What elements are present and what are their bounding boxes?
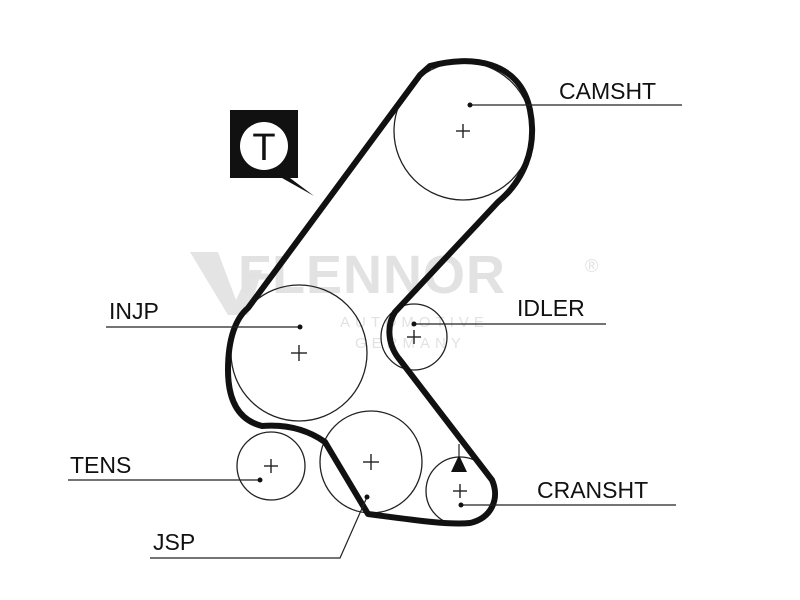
- injection-pump-leader-dot: [297, 324, 303, 330]
- injection-pump-centre-icon: [291, 345, 307, 361]
- injection-pump-label: INJP: [109, 298, 159, 324]
- watermark-registered-mark: ®: [585, 256, 598, 276]
- jackshaft-leader: [150, 496, 368, 559]
- camshaft-centre-icon: [456, 124, 470, 138]
- tensioner-pulley: [236, 431, 306, 501]
- jackshaft-leader-dot: [364, 494, 370, 500]
- idler-centre-icon: [407, 330, 421, 344]
- idler-pulley: [380, 303, 448, 371]
- flennor-logo-mark: [190, 252, 262, 315]
- camshaft-label: CAMSHT: [559, 78, 656, 104]
- flennor-watermark: FLENNOR ® AUTOMOTIVE GERMANY: [190, 245, 598, 352]
- jackshaft-centre-icon: [363, 454, 379, 470]
- crankshaft-centre-icon: [453, 484, 467, 498]
- timing-belt: [225, 58, 536, 527]
- watermark-brand: FLENNOR: [238, 245, 506, 305]
- crankshaft-leader-dot: [458, 502, 464, 508]
- idler-leader-dot: [411, 321, 417, 327]
- tensioner-centre-icon: [264, 459, 278, 473]
- watermark-tagline-1: AUTOMOTIVE: [340, 314, 489, 331]
- tensioner-leader-dot: [257, 477, 263, 483]
- tensioner-callout-circle: [240, 122, 288, 170]
- camshaft-leader-dot: [467, 102, 473, 108]
- pulley-centres: [264, 124, 470, 498]
- jackshaft-label: JSP: [153, 529, 195, 555]
- idler-label: IDLER: [517, 295, 585, 321]
- tensioner-callout-letter: T: [252, 127, 275, 169]
- label-leaders: [68, 102, 682, 559]
- tensioner-label: TENS: [70, 452, 131, 478]
- crankshaft-timing-mark-icon: [451, 455, 467, 472]
- tensioner-callout: T: [230, 110, 314, 196]
- crankshaft-label: CRANSHT: [537, 477, 648, 503]
